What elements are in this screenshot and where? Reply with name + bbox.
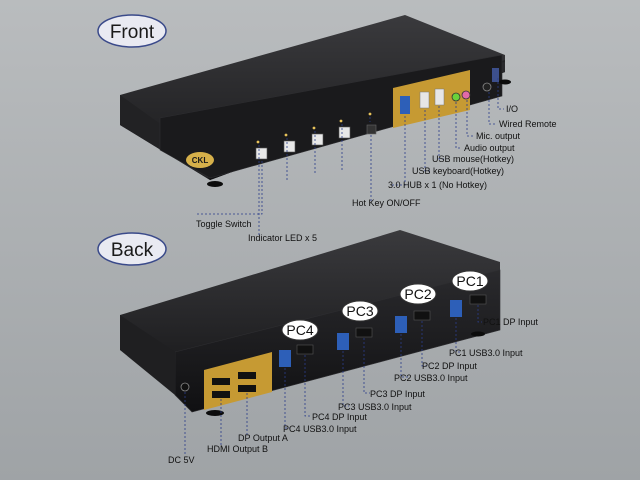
dp-output-port[interactable] [238,385,256,392]
pc1-usb3-input[interactable] [450,300,462,317]
front-pill: Front [97,14,167,48]
indicator-led [284,133,288,137]
dp-output-a[interactable] [238,372,256,379]
svg-text:PC3: PC3 [346,303,373,319]
indicator-led [312,126,316,130]
pc1-dp-input[interactable] [469,294,487,305]
front-callout-lines [197,78,504,236]
callout-pc2-usb: PC2 USB3.0 Input [394,373,468,383]
toggle-button-1[interactable] [255,147,268,160]
front-device: CKL [120,15,511,187]
badge-pc2: PC2 [399,283,437,305]
callout-pc2-dp: PC2 DP Input [422,361,477,371]
callout-usb-mouse: USB mouse(Hotkey) [432,154,514,164]
callout-indicator-led: Indicator LED x 5 [248,233,317,243]
callout-usb-keyboard: USB keyboard(Hotkey) [412,166,504,176]
hotkey-button[interactable] [366,124,377,135]
back-callout-lines [184,305,482,455]
callout-pc4-usb: PC4 USB3.0 Input [283,424,357,434]
wired-remote-jack[interactable] [482,82,492,92]
callout-toggle-switch: Toggle Switch [196,219,252,229]
callout-io: I/O [506,104,518,114]
callout-mic-output: Mic. output [476,131,521,141]
callout-hdmi-output-b: HDMI Output B [207,444,268,454]
callout-pc1-dp: PC1 DP Input [483,317,538,327]
front-gold-panel [393,70,470,128]
audio-output-jack[interactable] [451,92,461,102]
callout-usb-hub: 3.0 HUB x 1 (No Hotkey) [388,180,487,190]
usb3-hub-port[interactable] [400,96,410,114]
callout-pc4-dp: PC4 DP Input [312,412,367,422]
svg-text:PC4: PC4 [286,322,313,338]
callout-wired-remote: Wired Remote [499,119,557,129]
callout-dp-output-a: DP Output A [238,433,288,443]
usb-mouse-port[interactable] [434,88,445,106]
pc4-usb3-input[interactable] [279,350,291,367]
pc2-usb3-input[interactable] [395,316,407,333]
svg-text:CKL: CKL [192,156,209,165]
toggle-button-3[interactable] [311,133,324,146]
front-labels: I/O Wired Remote Mic. output Audio outpu… [196,104,557,243]
pc3-dp-input[interactable] [355,327,373,338]
ckl-logo: CKL [186,152,214,168]
front-title: Front [110,22,155,43]
callout-pc1-usb: PC1 USB3.0 Input [449,348,523,358]
indicator-led [339,119,343,123]
callout-audio-output: Audio output [464,143,515,153]
pc2-dp-input[interactable] [413,310,431,321]
indicator-led [256,140,260,144]
callout-dc-5v: DC 5V [168,455,195,465]
badge-pc1: PC1 [451,270,489,292]
back-title: Back [111,240,154,261]
pc3-usb3-input[interactable] [337,333,349,350]
usb-keyboard-port[interactable] [419,91,430,109]
badge-pc4: PC4 [281,319,319,341]
dc-5v-jack[interactable] [180,382,190,392]
svg-text:PC2: PC2 [404,286,431,302]
hdmi-output-b[interactable] [212,378,230,385]
toggle-button-2[interactable] [283,140,296,153]
hdmi-output-port[interactable] [212,391,230,398]
back-device [120,230,501,416]
callout-hotkey: Hot Key ON/OFF [352,198,421,208]
back-pill: Back [97,232,167,266]
pc-badges: PC1 PC2 PC3 PC4 [281,270,489,341]
svg-text:PC1: PC1 [456,273,483,289]
io-port[interactable] [492,68,499,82]
badge-pc3: PC3 [341,300,379,322]
toggle-button-4[interactable] [338,126,351,139]
callout-pc3-usb: PC3 USB3.0 Input [338,402,412,412]
callout-pc3-dp: PC3 DP Input [370,389,425,399]
back-labels: PC1 DP Input PC1 USB3.0 Input PC2 DP Inp… [168,317,538,465]
pc4-dp-input[interactable] [296,344,314,355]
indicator-led [368,112,372,116]
mic-output-jack[interactable] [461,90,471,100]
